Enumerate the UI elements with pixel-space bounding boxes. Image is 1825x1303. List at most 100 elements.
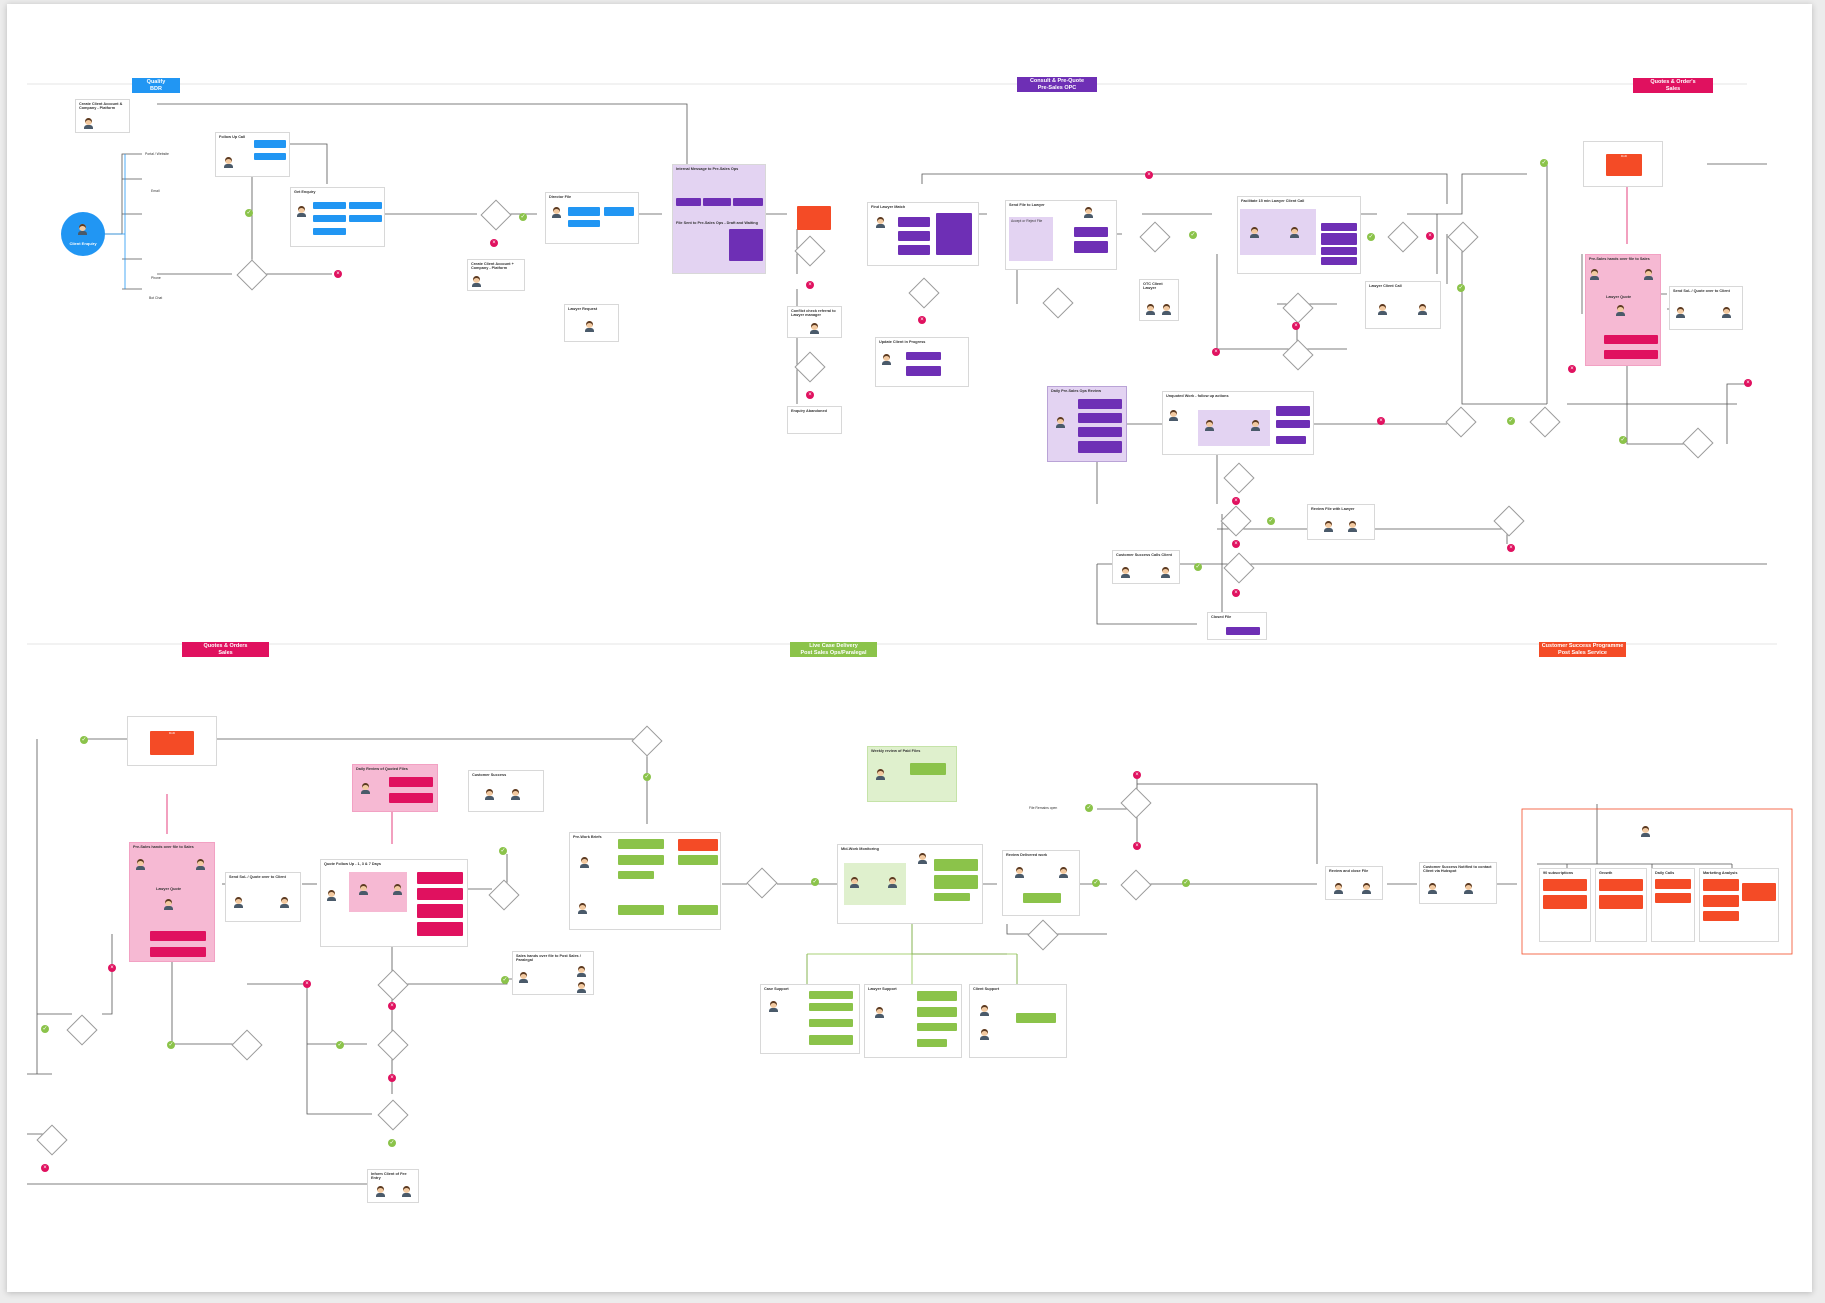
send-sol-top-card[interactable]: Send SoL / Quote over to Client — [1669, 286, 1743, 330]
chip — [618, 871, 654, 879]
conflict-check-card[interactable]: Conflict check referral to Lawyer manage… — [787, 306, 842, 338]
pre-work-briefs-card[interactable]: Pre-Work Briefs — [569, 832, 721, 930]
chip — [934, 859, 978, 871]
director-file-card[interactable]: Director File — [545, 192, 639, 244]
chip — [678, 839, 718, 851]
enquiry-abandoned-card[interactable]: Enquiry Abandoned — [787, 406, 842, 434]
no-cross-icon: × — [108, 964, 116, 972]
person-avatar — [769, 1001, 778, 1012]
decision-diamond — [377, 1029, 409, 1061]
daily-presales-card[interactable]: Daily Pre-Sales Ops Review — [1047, 386, 1127, 462]
person-avatar — [577, 982, 586, 993]
internal-message-title: Internal Message to Pre-Sales Ops — [676, 167, 739, 171]
chip — [254, 153, 286, 160]
mid-work-card[interactable]: Mid-Work Monitoring — [837, 844, 983, 924]
lawyer-client-call-card[interactable]: Lawyer Client Call — [1365, 281, 1441, 329]
get-enquiry-card[interactable]: Get Enquiry — [290, 187, 385, 247]
client-enquiry-start[interactable]: Client Enquiry — [61, 212, 105, 256]
decision-diamond — [1120, 869, 1152, 901]
review-delivered-card[interactable]: Review Delivered work — [1002, 850, 1080, 916]
chip — [809, 1003, 853, 1011]
inform-client-title: Inform Client of Fee Entry — [371, 1172, 407, 1180]
chip — [1078, 413, 1122, 423]
decision-diamond — [1027, 919, 1059, 951]
chip — [1016, 1013, 1056, 1023]
customer-success-card[interactable]: Customer Success — [468, 770, 544, 812]
person-avatar — [980, 1005, 989, 1016]
decision-diamond — [1447, 221, 1479, 253]
person-avatar — [875, 1007, 884, 1018]
accept-reject-title: Accept or Reject File — [1011, 219, 1043, 223]
chip — [906, 352, 941, 360]
quote-follow-up-card[interactable]: Quote Follow Up - 1, 3 & 7 Days — [320, 859, 468, 947]
cs-col-subscriptions[interactable]: 90 subscriptions — [1539, 868, 1591, 942]
yes-check-icon: ✓ — [1507, 417, 1515, 425]
weekly-review-card[interactable]: Weekly review of Paid Files — [867, 746, 957, 802]
find-lawyer-card[interactable]: Find Lawyer Match — [867, 202, 979, 266]
presales-message-card[interactable]: Internal Message to Pre-Sales Ops File S… — [672, 164, 766, 274]
sales-hands-card[interactable]: Sales hands over file to Post Sales / Pa… — [512, 951, 594, 995]
person-avatar — [196, 859, 205, 870]
chip — [618, 855, 664, 865]
person-avatar — [402, 1186, 411, 1197]
decision-diamond — [746, 867, 778, 899]
chip — [1655, 879, 1691, 889]
person-avatar — [359, 884, 368, 895]
update-client-card[interactable]: Update Client in Progress — [875, 337, 969, 387]
lawyer-support-card[interactable]: Lawyer Support — [864, 984, 962, 1058]
send-file-card[interactable]: Send File to Lawyer Accept or Reject Fil… — [1005, 200, 1117, 270]
case-support-card[interactable]: Case Support — [760, 984, 860, 1054]
no-cross-icon: × — [388, 1074, 396, 1082]
daily-review-card[interactable]: Daily Review of Quoted Files — [352, 764, 438, 812]
chip — [1703, 895, 1739, 907]
inform-client-card[interactable]: Inform Client of Fee Entry — [367, 1169, 419, 1203]
decision-diamond — [908, 277, 940, 309]
facilitate-call-card[interactable]: Facilitate 15 min Lawyer Client Call — [1237, 196, 1361, 274]
create-client-card[interactable]: Create Client Account & Company - Platfo… — [75, 99, 130, 133]
lawyer-request-title: Lawyer Request — [568, 307, 598, 311]
closed-file-card[interactable]: Closed File — [1207, 612, 1267, 640]
presales-hands-top-card[interactable]: Pre-Sales hands over file to Sales Lawye… — [1585, 254, 1661, 366]
no-cross-icon: × — [303, 980, 311, 988]
decision-diamond — [1120, 787, 1152, 819]
presales-hands-bottom-card[interactable]: Pre-Sales hands over file to Sales Lawye… — [129, 842, 215, 962]
unquoted-work-card[interactable]: Unquoted Work - follow up actions — [1162, 391, 1314, 455]
dnd-top-card[interactable]: DnD — [1583, 141, 1663, 187]
chip — [917, 1023, 957, 1031]
chip — [1276, 420, 1310, 428]
lane-qualify: Qualify BDR — [132, 78, 180, 93]
review-file-card[interactable]: Review File with Lawyer — [1307, 504, 1375, 540]
chip — [1604, 350, 1658, 359]
cs-calls-title: Customer Success Calls Client — [1116, 553, 1172, 557]
portal-label: Portal / Website — [145, 152, 169, 156]
client-support-card[interactable]: Client Support — [969, 984, 1067, 1058]
person-avatar — [918, 853, 927, 864]
send-sol-bottom-card[interactable]: Send SoL / Quote over to Client — [225, 872, 301, 922]
yes-check-icon: ✓ — [388, 1139, 396, 1147]
weekly-review-title: Weekly review of Paid Files — [871, 749, 921, 753]
no-cross-icon: × — [918, 316, 926, 324]
follow-up-call-card[interactable]: Follow Up Call — [215, 132, 290, 177]
person-avatar — [511, 789, 520, 800]
create-client-2-card[interactable]: Create Client Account + Company - Platfo… — [467, 259, 525, 291]
cs-col-daily-calls[interactable]: Daily Calls — [1651, 868, 1695, 942]
cs-notified-card[interactable]: Customer Success Notified to contact Cli… — [1419, 862, 1497, 904]
otc-client-lawyer-card[interactable]: OTC Client Lawyer — [1139, 279, 1179, 321]
review-close-card[interactable]: Review and close File — [1325, 866, 1383, 900]
lawyer-request-card[interactable]: Lawyer Request — [564, 304, 619, 342]
cs-col-growth[interactable]: Growth — [1595, 868, 1647, 942]
chip — [1543, 879, 1587, 891]
person-avatar — [1146, 304, 1155, 315]
no-cross-icon: × — [1133, 842, 1141, 850]
person-avatar — [888, 877, 897, 888]
person-avatar — [472, 276, 481, 287]
cs-col-title: Marketing Analysis — [1703, 871, 1738, 875]
decision-diamond — [66, 1014, 98, 1046]
no-cross-icon: × — [388, 1002, 396, 1010]
chip — [1703, 879, 1739, 891]
cs-calls-card[interactable]: Customer Success Calls Client — [1112, 550, 1180, 584]
chip — [809, 1019, 853, 1027]
person-avatar — [1722, 307, 1731, 318]
cs-col-marketing[interactable]: Marketing Analysis — [1699, 868, 1779, 942]
dnd-bottom-card[interactable]: DnD — [127, 716, 217, 766]
